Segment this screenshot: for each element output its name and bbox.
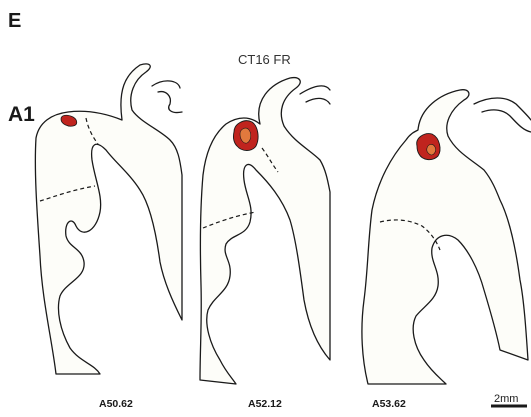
section-3-outline xyxy=(362,90,531,384)
scale-bar-label: 2mm xyxy=(494,393,518,405)
section-3-labeled-region xyxy=(417,134,440,160)
section-label-1: A50.62 xyxy=(99,398,133,410)
section-1-outline xyxy=(35,64,182,374)
section-2-outline xyxy=(200,78,330,384)
section-2-labeled-region xyxy=(233,121,258,151)
section-label-2: A52.12 xyxy=(248,398,282,410)
section-label-3: A53.62 xyxy=(372,398,406,410)
